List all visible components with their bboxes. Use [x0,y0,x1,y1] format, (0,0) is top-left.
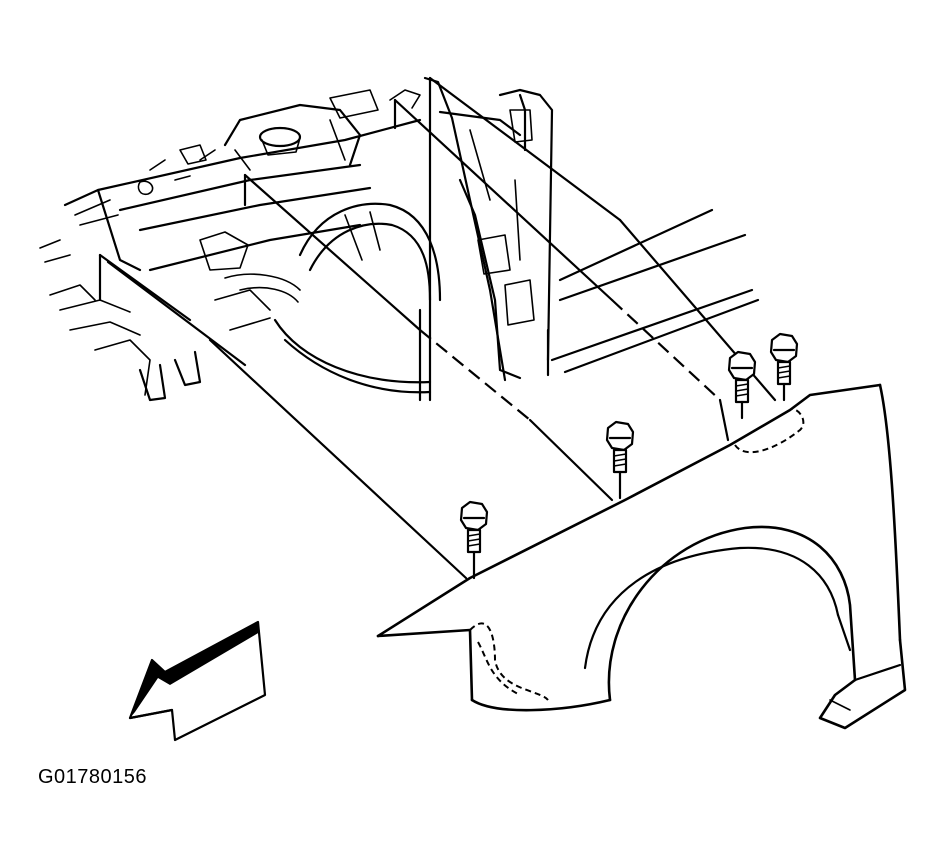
bolt-icon [727,350,757,420]
bolt-icon [605,420,635,500]
front-fender [376,383,907,730]
body-structure [39,76,760,402]
front-direction-arrow-icon [128,620,267,742]
bolt-icon [769,332,799,402]
alignment-lines [98,76,777,580]
figure-id-label: G01780156 [38,766,148,788]
bolt-icon [459,500,489,580]
bolt-icon [459,332,799,580]
